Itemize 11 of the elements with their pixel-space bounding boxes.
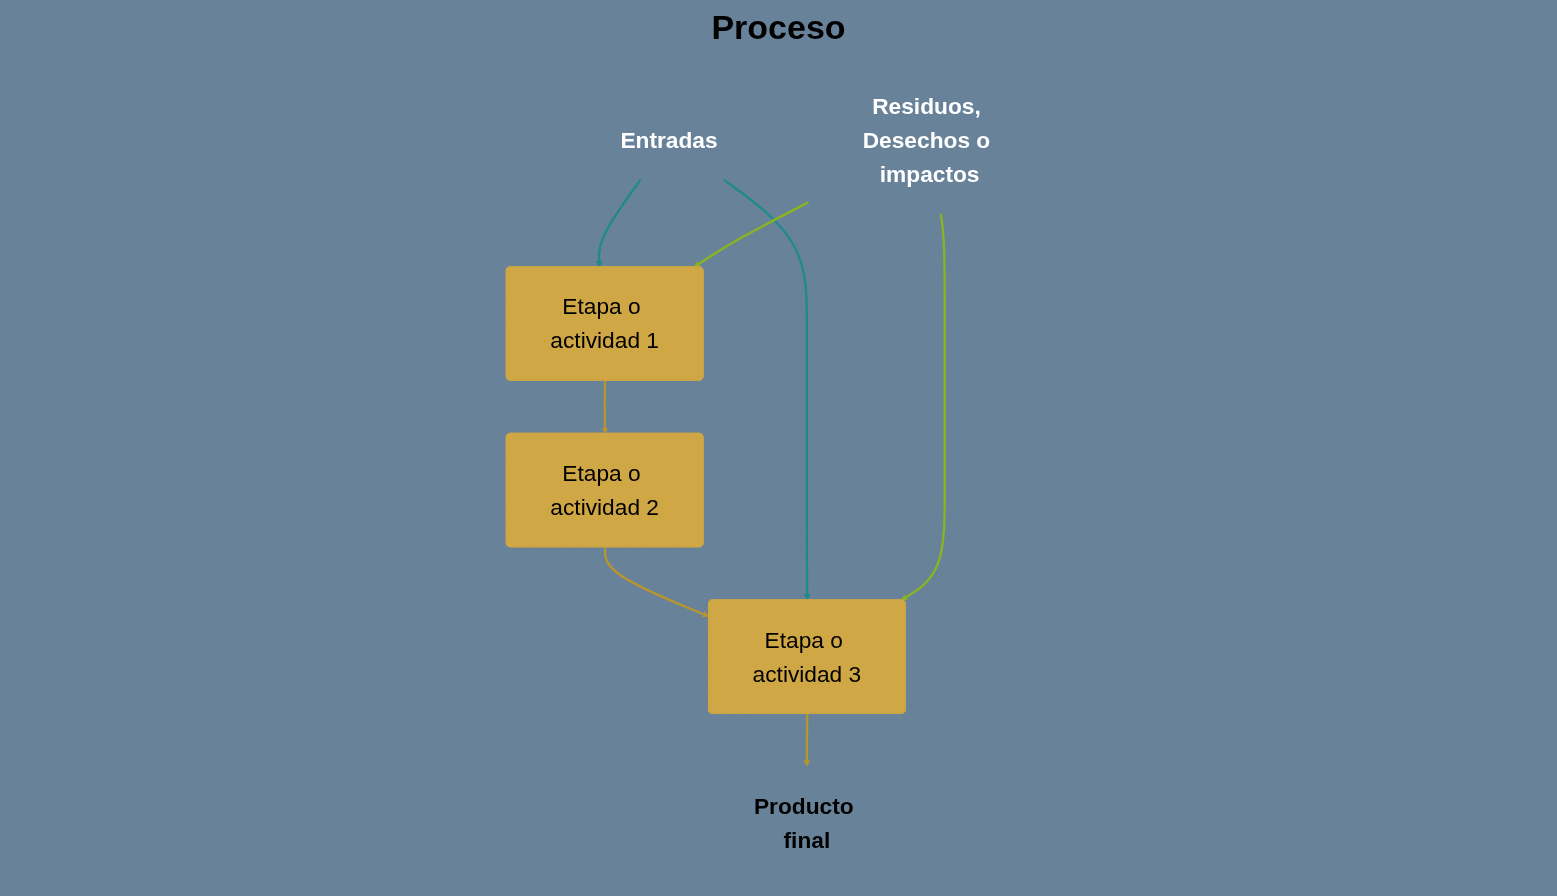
arrow <box>601 380 609 434</box>
arrow <box>900 213 946 601</box>
arrow <box>603 547 710 618</box>
arrow <box>803 713 811 767</box>
arrow <box>595 178 642 268</box>
diagram-title: Proceso <box>710 8 847 47</box>
node-text: Entradas <box>620 127 718 153</box>
arrow <box>723 178 811 601</box>
node-text: Residuos, Desechos o impactos <box>862 93 991 187</box>
arrow <box>693 201 809 268</box>
node-text: Producto final <box>753 793 854 853</box>
